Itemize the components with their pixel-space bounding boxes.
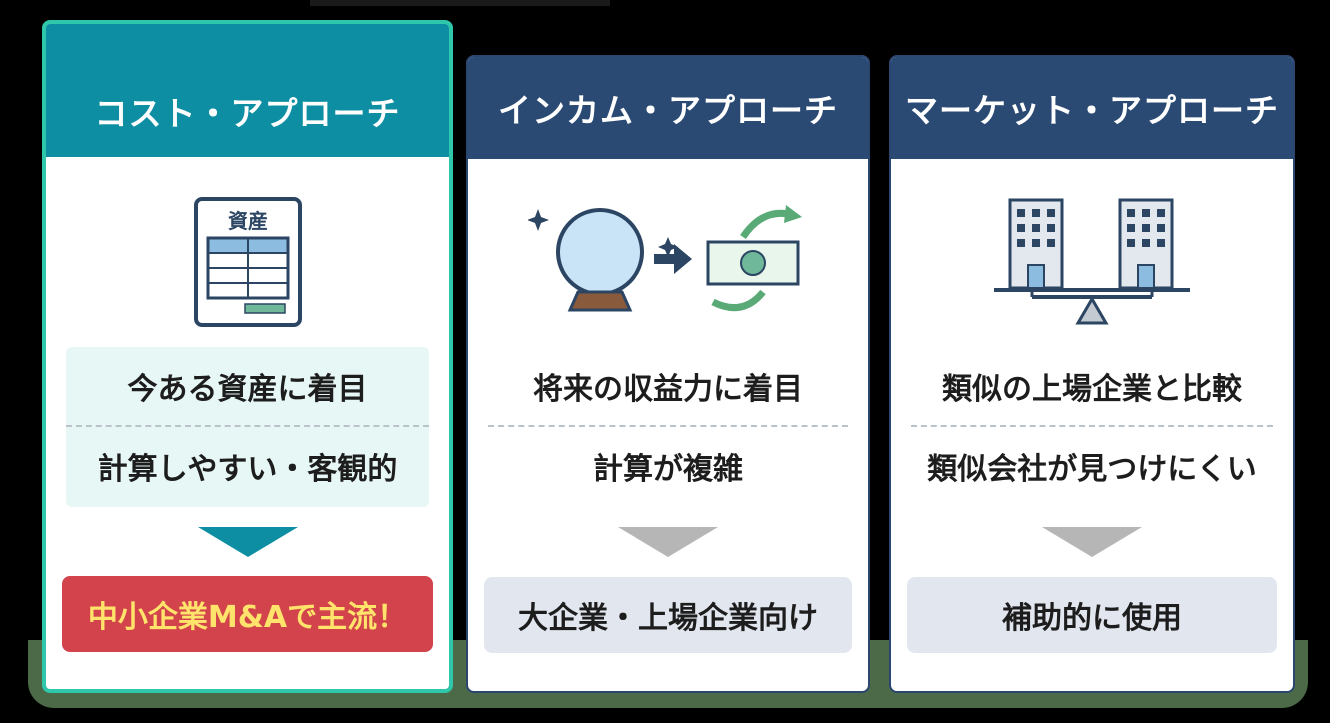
feature-focus: 今ある資産に着目: [127, 372, 368, 407]
card-income-approach: インカム・アプローチ 将来の収益力に着目 計算が複雑 大企業・上場企業向け: [466, 55, 870, 693]
down-arrow-icon: [618, 527, 718, 557]
card-market-approach: マーケット・アプローチ 類似の上場企業と比較: [889, 55, 1295, 693]
feature-box: 類似の上場企業と比較 類似会社が見つけにくい: [911, 347, 1273, 507]
card-title: コスト・アプローチ: [46, 24, 449, 157]
result-badge: 大企業・上場企業向け: [484, 577, 852, 653]
feature-box: 今ある資産に着目 計算しやすい・客観的: [66, 347, 429, 507]
card-title: インカム・アプローチ: [468, 57, 868, 159]
result-badge: 補助的に使用: [907, 577, 1277, 653]
result-badge: 中小企業M&Aで主流！: [62, 576, 433, 652]
buildings-balance-icon: [891, 197, 1293, 327]
asset-label: 資産: [228, 209, 268, 233]
feature-focus: 類似の上場企業と比較: [942, 372, 1242, 407]
top-edge-line: [310, 0, 610, 6]
divider: [911, 425, 1273, 427]
crystal-ball-to-money-icon: [468, 197, 868, 322]
feature-focus: 将来の収益力に着目: [533, 372, 803, 407]
feature-trait: 類似会社が見つけにくい: [927, 452, 1257, 487]
down-arrow-icon: [197, 527, 298, 557]
feature-box: 将来の収益力に着目 計算が複雑: [488, 347, 848, 507]
divider: [488, 425, 848, 427]
asset-sheet-icon: 資産: [46, 196, 449, 328]
card-cost-approach: コスト・アプローチ 資産 今ある資産に着目 計算しやすい・客観的 中小企業M&A…: [42, 20, 453, 693]
divider: [66, 425, 429, 427]
feature-trait: 計算が複雑: [593, 452, 743, 487]
down-arrow-icon: [1042, 527, 1142, 557]
card-title: マーケット・アプローチ: [891, 57, 1293, 159]
feature-trait: 計算しやすい・客観的: [97, 452, 398, 487]
